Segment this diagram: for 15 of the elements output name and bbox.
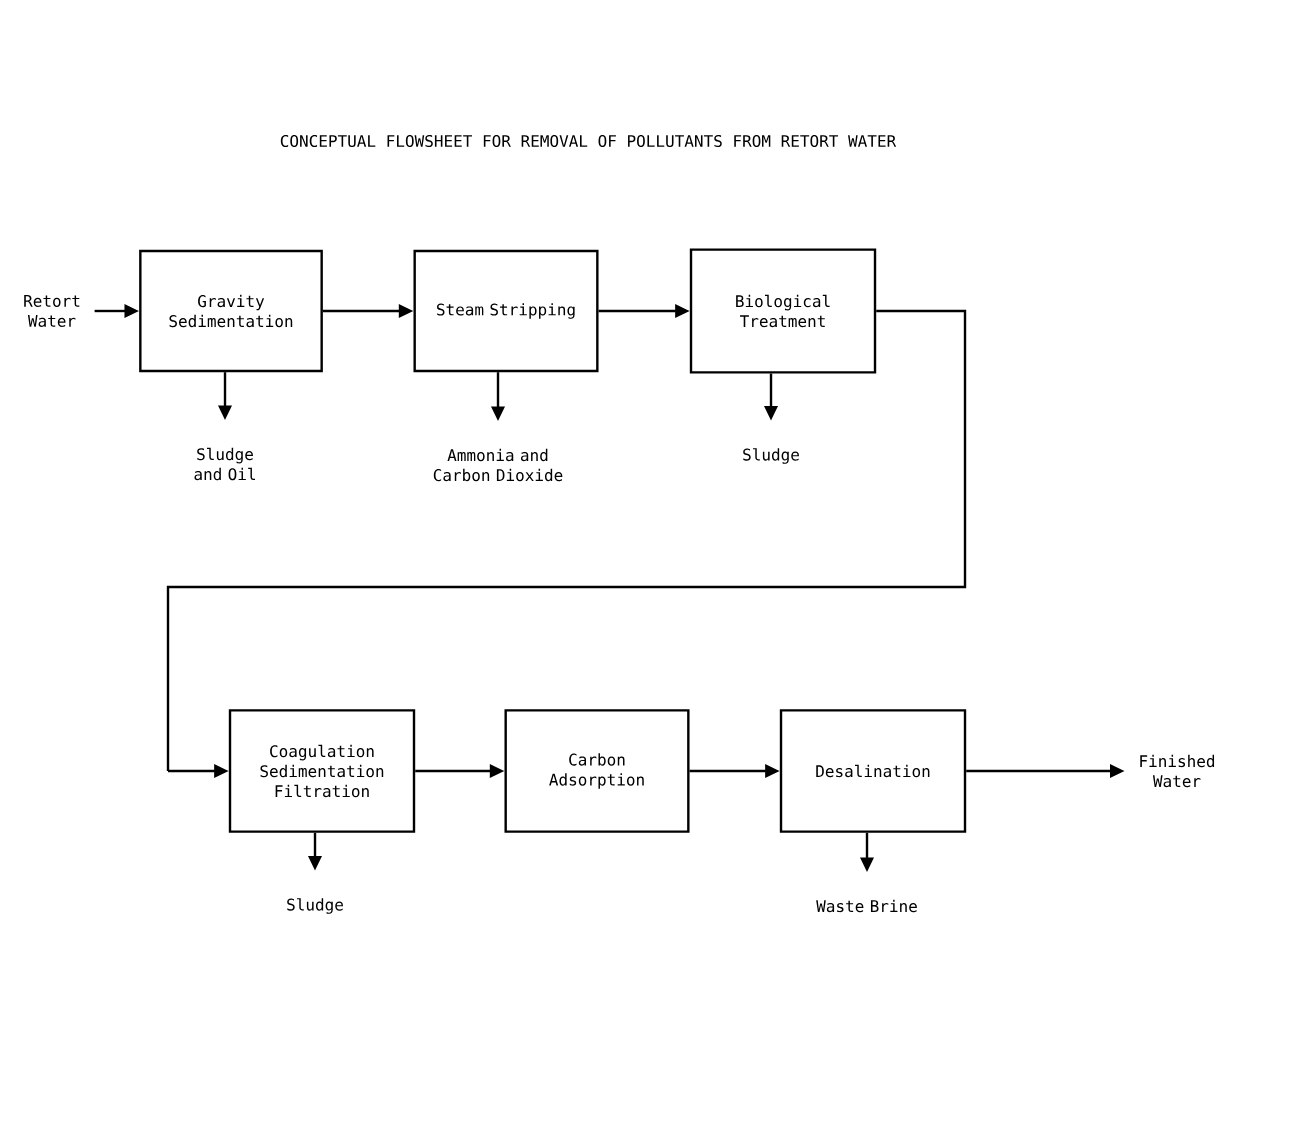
process-box: Steam Stripping (413, 249, 599, 373)
process-box: Desalination (779, 709, 967, 833)
output-label: Sludge (743, 448, 799, 464)
output-label: Sludge and Oil (194, 447, 255, 481)
output-label: Finished Water (1140, 754, 1215, 788)
input-label: Retort Water (24, 295, 80, 327)
connector-line (166, 309, 967, 771)
process-box: Biological Treatment (689, 248, 877, 374)
process-box: Coagulation Sedimentation Filtration (228, 709, 416, 833)
output-label: Ammonia and Carbon Dioxide (433, 448, 563, 482)
title: CONCEPTUAL FLOWSHEET FOR REMOVAL OF POLLUTANTS FROM RETORT WATER (280, 134, 897, 148)
process-box: Gravity Sedimentation (139, 249, 323, 373)
output-label: Sludge (287, 898, 343, 914)
output-label: Waste Brine (816, 899, 917, 913)
process-box: Carbon Adsorption (504, 709, 690, 833)
